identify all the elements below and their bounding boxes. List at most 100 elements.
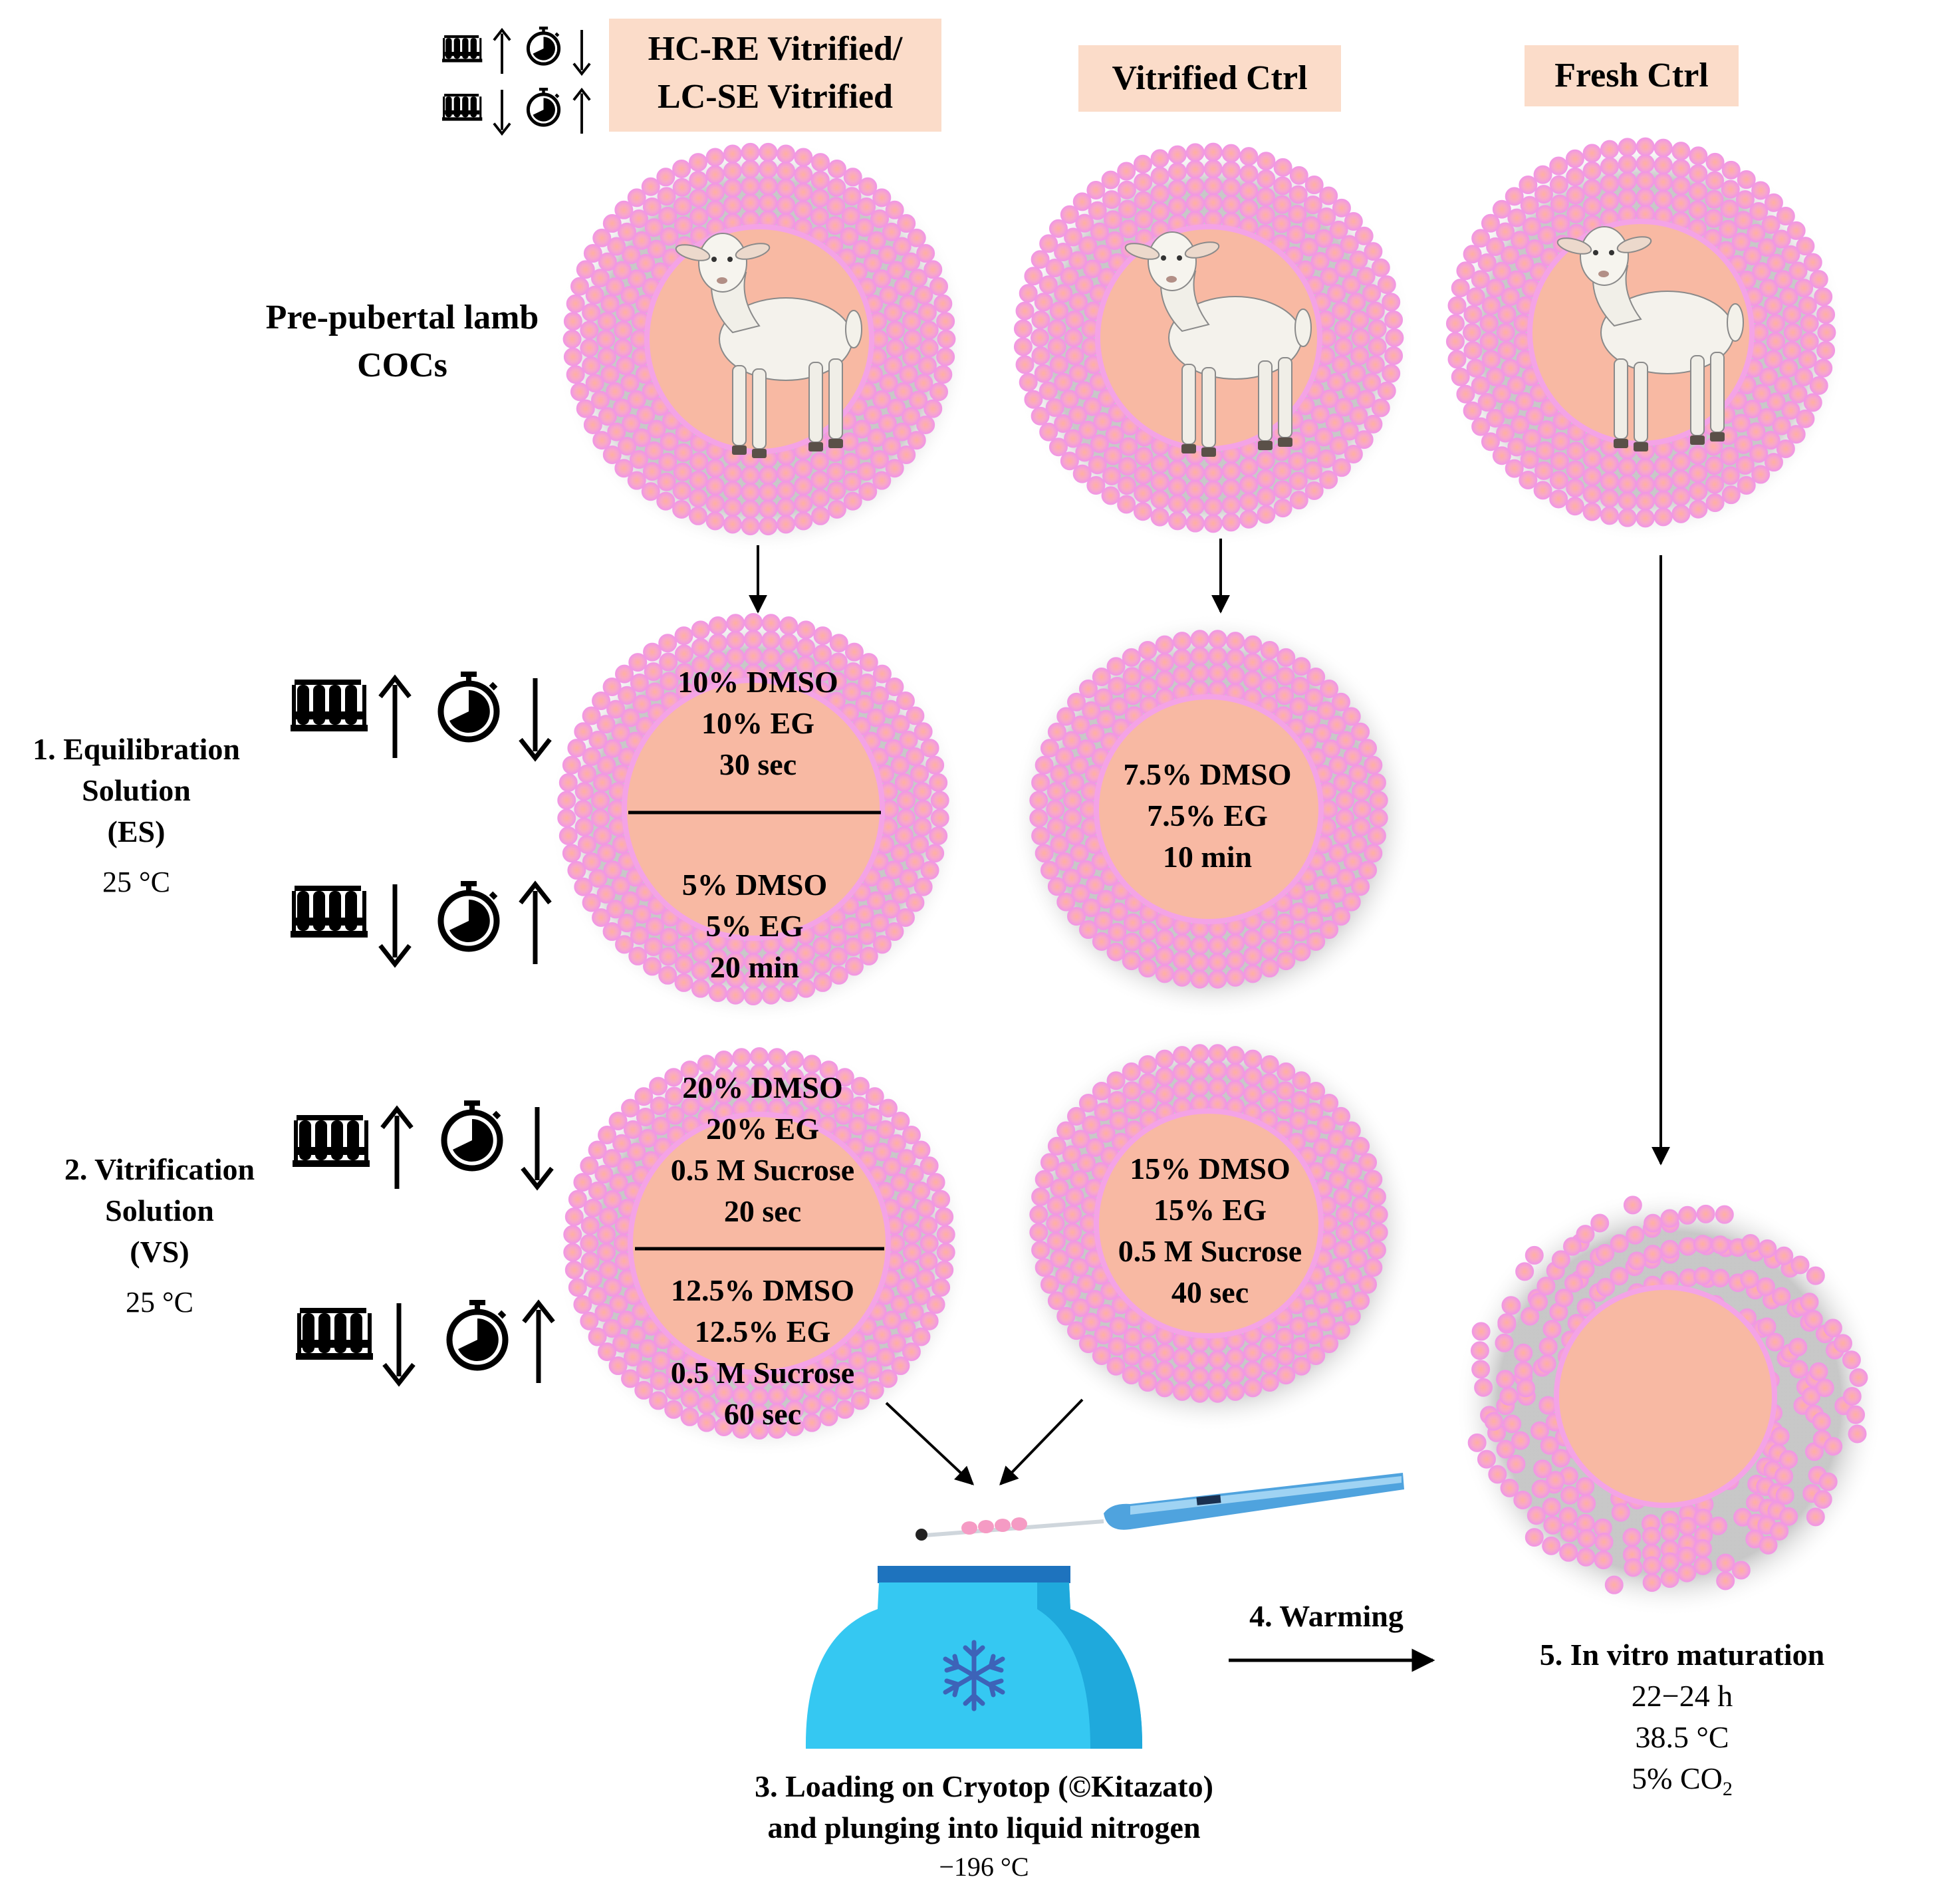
cumulus-cell — [602, 445, 622, 464]
cumulus-cell — [819, 1061, 838, 1080]
cumulus-cell — [674, 443, 693, 462]
cumulus-cell — [614, 338, 633, 358]
cumulus-cell — [779, 616, 798, 636]
step-1-label: 1. Equilibration Solution (ES) 25 °C — [7, 729, 266, 903]
cumulus-cell — [896, 908, 915, 928]
cumulus-cell — [887, 261, 906, 280]
cumulus-cell — [1496, 323, 1515, 342]
cumulus-cell — [627, 269, 646, 289]
cumulus-cell — [1289, 697, 1308, 716]
cumulus-cell — [597, 844, 616, 863]
cumulus-cell — [914, 800, 933, 819]
cumulus-cell — [1551, 432, 1570, 451]
cumulus-cell — [794, 200, 813, 219]
test-tubes-icon — [291, 886, 368, 938]
cumulus-cell — [1185, 479, 1205, 499]
cumulus-cell — [1479, 332, 1499, 351]
cumulus-cell — [705, 511, 725, 531]
cumulus-cell — [1533, 481, 1552, 500]
cumulus-cell — [1782, 341, 1802, 360]
cumulus-cell — [705, 148, 725, 167]
down-arrow-icon — [492, 88, 512, 135]
cumulus-cell — [1364, 242, 1383, 261]
cumulus-cell — [580, 320, 599, 340]
cumulus-cell — [1377, 275, 1396, 295]
lamb-icon — [1124, 231, 1312, 457]
cumulus-cell — [1351, 1136, 1370, 1156]
cumulus-cell — [1479, 314, 1499, 333]
up-arrow-icon — [380, 678, 410, 758]
cumulus-cell — [1304, 1102, 1324, 1122]
cumulus-cell — [659, 947, 678, 966]
cumulus-cell — [1622, 1528, 1642, 1547]
cumulus-cell — [582, 893, 601, 912]
cumulus-cell — [723, 178, 742, 197]
cumulus-cell — [1190, 1061, 1209, 1080]
cumulus-cell — [857, 197, 876, 217]
cumulus-cell — [620, 374, 640, 393]
cumulus-cell — [894, 826, 914, 845]
cumulus-cell — [697, 1055, 716, 1074]
cumulus-cell — [596, 330, 616, 348]
cumulus-cell — [1019, 372, 1038, 392]
cumulus-cell — [1074, 381, 1094, 400]
cumulus-cell — [878, 245, 897, 265]
cumulus-cell — [627, 1325, 646, 1344]
cumulus-cell — [1273, 195, 1292, 214]
cumulus-cell — [580, 1156, 599, 1176]
cumulus-cell — [705, 182, 725, 201]
cumulus-cell — [1226, 967, 1245, 987]
cumulus-cell — [1600, 454, 1619, 473]
cumulus-cell — [1477, 1450, 1496, 1469]
cumulus-cell — [1276, 1346, 1295, 1366]
cumulus-cell — [1356, 267, 1376, 286]
cumulus-cell — [1088, 201, 1107, 220]
cumulus-cell — [1243, 1343, 1263, 1362]
cumulus-cell — [1604, 1575, 1624, 1594]
cumulus-cell — [919, 1156, 939, 1176]
cumulus-cell — [1534, 185, 1553, 204]
cumulus-cell — [1289, 1111, 1308, 1130]
cumulus-cell — [1759, 279, 1778, 298]
cumulus-cell — [903, 330, 922, 348]
cumulus-cell — [1167, 145, 1187, 164]
cumulus-cell — [650, 1371, 669, 1390]
cumulus-cell — [1566, 479, 1585, 498]
cumulus-cell — [1118, 199, 1137, 219]
cumulus-cell — [1322, 1154, 1341, 1173]
cumulus-cell — [1779, 287, 1798, 307]
oocyte — [627, 683, 880, 936]
cumulus-cell — [1636, 491, 1655, 511]
cumulus-cell — [1471, 229, 1491, 248]
down-arrow-icon — [380, 884, 410, 964]
cumulus-cell — [1705, 475, 1725, 494]
cumulus-cell — [674, 644, 693, 664]
cumulus-cell — [744, 612, 763, 632]
cumulus-cell — [896, 1190, 916, 1209]
cumulus-cell — [813, 626, 832, 646]
cumulus-cell — [1290, 923, 1310, 942]
cumulus-cell — [916, 415, 935, 434]
cumulus-cell — [1117, 180, 1136, 199]
cumulus-cell — [1292, 1071, 1311, 1090]
cumulus-cell — [590, 269, 610, 288]
cumulus-cell — [1138, 1373, 1158, 1392]
cumulus-cell — [1304, 1325, 1324, 1344]
cumulus-cell — [1350, 346, 1370, 366]
step-5-label: 5. In vitro maturation 22−24 h 38.5 °C 5… — [1483, 1634, 1882, 1810]
cumulus-cell — [1525, 1528, 1544, 1547]
cumulus-cell — [828, 928, 847, 947]
cumulus-cell — [1290, 676, 1310, 695]
cumulus-cell — [1371, 398, 1390, 418]
timer-icon — [441, 881, 497, 949]
cumulus-cell — [1312, 1138, 1332, 1157]
cumulus-cell — [1035, 1170, 1054, 1189]
cumulus-cell — [1306, 932, 1326, 951]
cumulus-cell — [1774, 270, 1793, 289]
cumulus-cell — [1761, 215, 1780, 234]
cumulus-cell — [1654, 138, 1673, 158]
cumulus-cell — [1327, 1298, 1346, 1317]
cumulus-cell — [1134, 209, 1154, 229]
cumulus-cell — [1741, 1233, 1760, 1253]
cumulus-cell — [597, 347, 616, 366]
